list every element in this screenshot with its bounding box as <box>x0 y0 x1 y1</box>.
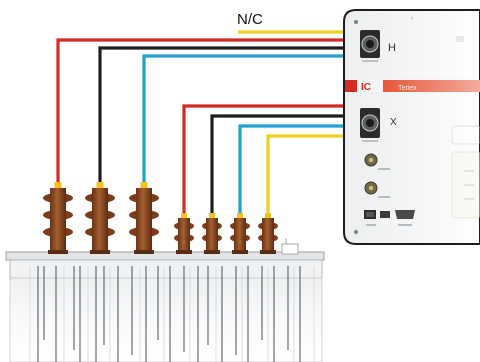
brand-name: Tettex <box>398 85 417 92</box>
nc-label: N/C <box>237 11 263 28</box>
wire-x-yellow <box>266 134 360 216</box>
hv-bushing-1 <box>43 182 73 254</box>
hv-bushing-3 <box>129 182 159 254</box>
test-instrument-panel: H IC Tettex X <box>343 9 480 245</box>
wire-h-red <box>56 38 360 186</box>
x-connector <box>360 108 380 142</box>
wire-h-black <box>98 46 360 186</box>
bnc-connector-1 <box>364 153 390 170</box>
wire-h-blue <box>142 54 360 186</box>
lv-bushing-3 <box>230 213 250 254</box>
brand-mark: IC <box>361 82 371 93</box>
wire-x-red <box>182 104 360 216</box>
tank-conservator <box>281 238 299 255</box>
network-port <box>364 210 376 219</box>
brand-band: IC Tettex <box>345 80 480 93</box>
transformer-tank <box>5 238 325 362</box>
bnc-connector-2 <box>364 181 390 198</box>
lv-bushing-4 <box>258 213 278 254</box>
hv-bushing-2 <box>85 182 115 254</box>
lv-bushing-2 <box>202 213 222 254</box>
serial-port <box>380 211 390 218</box>
wire-x-black <box>210 114 360 216</box>
faded-panel-details <box>410 16 480 219</box>
wire-x-blue <box>238 124 360 216</box>
panel-screws <box>354 20 358 234</box>
h-connector <box>360 30 380 62</box>
db-connector <box>395 210 415 219</box>
x-port-label: X <box>390 117 397 128</box>
radiator-fins <box>37 266 301 362</box>
wires <box>56 30 360 216</box>
lv-bushing-1 <box>174 213 194 254</box>
h-port-label: H <box>388 42 396 54</box>
